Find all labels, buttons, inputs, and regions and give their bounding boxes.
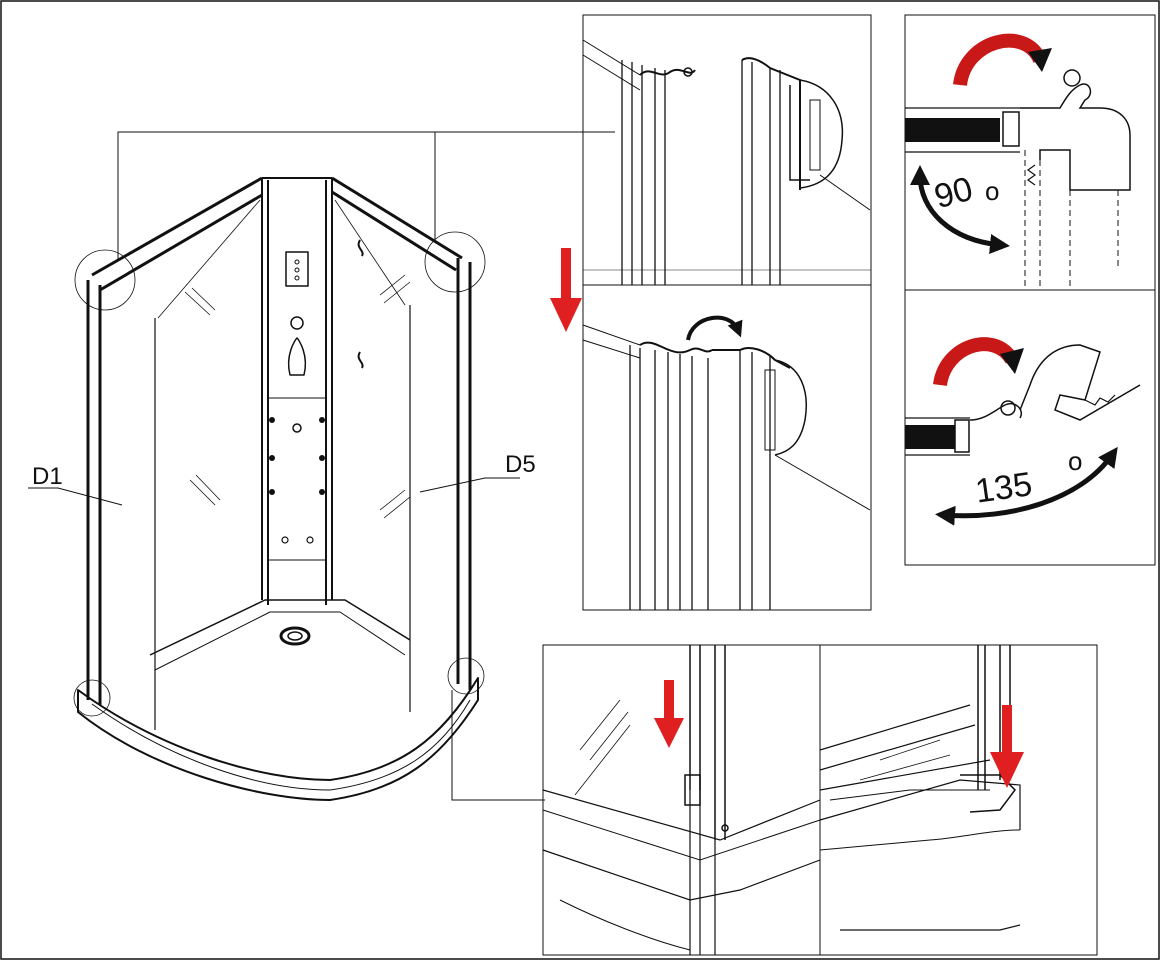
label-d5: D5 bbox=[505, 451, 536, 478]
curved-double-arrow-icon bbox=[910, 165, 1010, 254]
degree-symbol-90: o bbox=[985, 176, 999, 206]
glass-section bbox=[905, 118, 1000, 142]
panel-bottom-insert-right bbox=[819, 644, 1098, 956]
detail-circle-bottom-right bbox=[447, 657, 485, 695]
red-down-arrow-icon bbox=[990, 705, 1024, 788]
curved-rotate-arrow-icon bbox=[953, 33, 1047, 87]
right-post bbox=[456, 258, 472, 690]
curved-double-arrow-icon bbox=[935, 446, 1118, 526]
detail-circle-top-right bbox=[424, 231, 486, 293]
red-down-arrow-icon bbox=[550, 248, 582, 332]
degree-symbol-135: o bbox=[1068, 446, 1082, 476]
jet-nozzles bbox=[269, 417, 325, 495]
label-d1: D1 bbox=[32, 463, 63, 490]
panel-bottom-insert-left bbox=[542, 644, 821, 956]
back-column bbox=[261, 178, 333, 605]
angle-135-label: 135 bbox=[973, 465, 1034, 511]
curved-rotate-arrow-icon bbox=[686, 315, 743, 341]
seal-profile bbox=[1019, 344, 1141, 421]
detail-circle-top-left bbox=[74, 249, 136, 311]
panel-profile-separate bbox=[582, 14, 872, 286]
seal-profile bbox=[1020, 83, 1131, 191]
shower-tray bbox=[77, 677, 479, 801]
panel-profile-join bbox=[582, 284, 872, 611]
jets-panel bbox=[267, 397, 327, 561]
panel-angle-90: 90 o bbox=[904, 14, 1156, 291]
control-panel bbox=[285, 251, 309, 287]
angle-90-label: 90 bbox=[930, 170, 976, 216]
panel-angle-135: 135 o bbox=[904, 289, 1156, 566]
drain bbox=[279, 626, 311, 646]
roller-bracket bbox=[799, 79, 844, 189]
shower-cabin bbox=[73, 176, 486, 801]
leader-lines bbox=[28, 131, 615, 801]
glass-section bbox=[905, 425, 955, 449]
left-post bbox=[86, 280, 102, 705]
curved-rotate-arrow-icon bbox=[933, 337, 1019, 387]
detail-circle-bottom-left bbox=[73, 679, 111, 717]
red-down-arrow-icon bbox=[654, 680, 684, 748]
